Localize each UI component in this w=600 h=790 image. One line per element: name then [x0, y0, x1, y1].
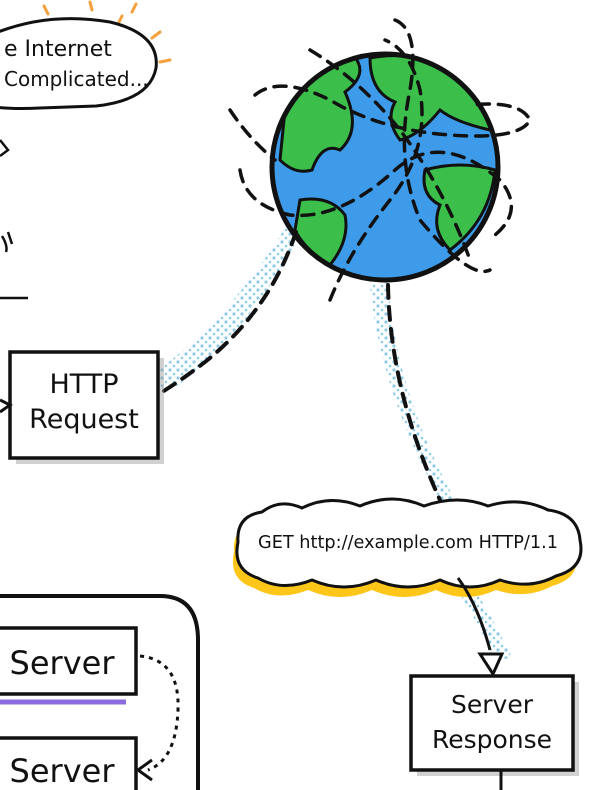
server-loop-connector	[139, 654, 180, 772]
server-a-label: Server	[10, 644, 116, 682]
arrow-head-icon	[477, 652, 505, 678]
server-box-a: Server	[0, 626, 138, 705]
server-box-b: Server	[0, 736, 138, 790]
speech-bubble-line1: e Internet	[4, 37, 112, 62]
arrow-head-icon	[0, 398, 13, 414]
get-request-cloud: GET http://example.com HTTP/1.1	[232, 497, 583, 597]
server-response-box: Server Response	[409, 674, 579, 790]
connector-globe-to-request	[150, 230, 298, 400]
arrow-head-icon	[135, 758, 153, 782]
http-request-box: HTTP Request	[0, 350, 164, 464]
http-request-label-line1: HTTP	[49, 369, 118, 400]
speech-bubble-line2: Complicated...	[4, 67, 149, 91]
connector-globe-to-get	[386, 283, 442, 502]
server-response-label-line1: Server	[451, 690, 534, 719]
http-request-label-line2: Request	[29, 404, 139, 435]
speech-bubble: e Internet Complicated...	[0, 17, 158, 110]
left-edge-scribbles	[0, 139, 28, 300]
get-request-label: GET http://example.com HTTP/1.1	[258, 532, 558, 553]
sparkle-icon	[42, 0, 172, 64]
arrow-get-to-response	[456, 577, 505, 678]
server-group: Server Server	[0, 594, 200, 790]
signal-trail-left	[155, 220, 305, 395]
server-b-label: Server	[10, 752, 116, 790]
server-response-label-line2: Response	[432, 725, 552, 754]
orbit-paths	[228, 18, 532, 302]
